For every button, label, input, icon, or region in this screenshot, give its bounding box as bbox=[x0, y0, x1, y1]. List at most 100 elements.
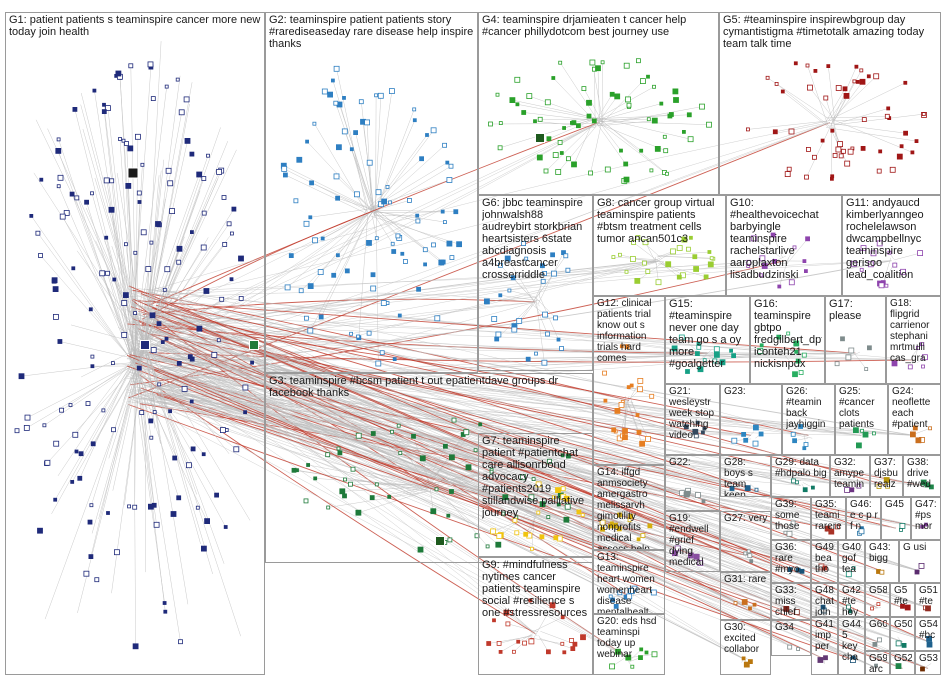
node-g12 bbox=[637, 377, 644, 384]
node-g6 bbox=[534, 351, 538, 356]
group-label: G22: bbox=[669, 457, 691, 468]
node-g42 bbox=[846, 604, 851, 610]
node-g3 bbox=[442, 443, 448, 449]
node-g4 bbox=[662, 134, 667, 139]
node-g2 bbox=[344, 268, 350, 274]
node-g27 bbox=[747, 553, 753, 559]
node-g2 bbox=[445, 160, 450, 165]
node-g1 bbox=[140, 229, 147, 236]
edge bbox=[595, 86, 655, 120]
node-g3 bbox=[478, 422, 483, 427]
edge bbox=[374, 109, 415, 213]
node-g1 bbox=[200, 545, 207, 552]
node-g23 bbox=[741, 431, 746, 437]
edge bbox=[601, 119, 649, 121]
edge bbox=[598, 80, 644, 127]
node-g3 bbox=[556, 502, 561, 507]
edge bbox=[314, 123, 368, 214]
node-g4 bbox=[646, 117, 651, 122]
node-g8 bbox=[703, 274, 709, 280]
group-label: G49: bea tho bbox=[815, 542, 835, 575]
node-g7 bbox=[553, 535, 559, 541]
node-g2 bbox=[312, 237, 318, 244]
node-g24 bbox=[912, 425, 918, 431]
group-box-g60: G60 bbox=[865, 617, 890, 651]
edge bbox=[619, 396, 630, 439]
node-g23 bbox=[752, 440, 759, 447]
edge bbox=[573, 117, 595, 123]
node-g1 bbox=[175, 77, 180, 82]
node-g11 bbox=[860, 245, 867, 252]
node-g5 bbox=[786, 166, 792, 172]
inter-group-edge bbox=[139, 396, 929, 669]
node-g2 bbox=[381, 198, 388, 205]
edge bbox=[283, 165, 368, 208]
node-g41 bbox=[817, 657, 824, 663]
group-label: G12: clinical patients trial know out s … bbox=[597, 298, 652, 364]
edge bbox=[753, 238, 781, 258]
node-g2 bbox=[412, 118, 417, 123]
inter-group-edge bbox=[148, 122, 831, 292]
node-g9 bbox=[570, 646, 576, 651]
edge bbox=[57, 344, 146, 477]
node-g4 bbox=[652, 84, 656, 89]
node-g1 bbox=[229, 231, 234, 236]
edge bbox=[72, 367, 139, 482]
node-g2 bbox=[331, 272, 337, 278]
group-box-g1: G1: patient patients s teaminspire cance… bbox=[5, 12, 265, 675]
inter-group-edge bbox=[129, 347, 878, 642]
node-g1 bbox=[121, 300, 128, 306]
edge bbox=[310, 208, 375, 218]
node-g2 bbox=[434, 315, 441, 322]
group-box-g33: G33: miss chief bbox=[771, 583, 811, 620]
edge bbox=[144, 344, 241, 637]
edge bbox=[55, 367, 133, 500]
node-g bbox=[914, 569, 920, 575]
node-g15 bbox=[729, 348, 733, 353]
node-g16 bbox=[792, 371, 798, 378]
group-label: G53 bbox=[919, 653, 938, 664]
node-g1 bbox=[184, 137, 191, 144]
group-box-g14: G14: iffgd anmsociety amergastro melissa… bbox=[593, 465, 665, 550]
node-g1 bbox=[118, 137, 122, 141]
edge bbox=[130, 360, 208, 522]
node-g9 bbox=[522, 640, 527, 646]
edge bbox=[828, 66, 836, 123]
node-g1 bbox=[176, 245, 183, 252]
node-g4 bbox=[546, 136, 552, 142]
node-g2 bbox=[307, 327, 314, 334]
node-g2 bbox=[430, 127, 437, 134]
node-g9 bbox=[512, 649, 516, 654]
node-g5 bbox=[765, 75, 770, 80]
node-g14 bbox=[627, 518, 632, 523]
edge bbox=[834, 108, 889, 125]
inter-group-edge bbox=[152, 375, 852, 608]
node-g24 bbox=[928, 426, 932, 431]
node-g2 bbox=[318, 314, 324, 320]
node-g3 bbox=[489, 469, 494, 474]
node-g4 bbox=[515, 102, 520, 107]
group-box-g21: G21: wesleystr week stop watching video bbox=[665, 384, 720, 455]
node-g6 bbox=[553, 315, 558, 321]
node-g1 bbox=[44, 459, 51, 466]
node-g2 bbox=[333, 65, 340, 72]
edge bbox=[82, 128, 146, 346]
node-g2 bbox=[312, 121, 317, 126]
edge bbox=[538, 252, 564, 304]
node-g10 bbox=[761, 263, 768, 269]
edge bbox=[431, 487, 499, 545]
node-g1 bbox=[163, 609, 168, 614]
node-g1 bbox=[238, 255, 244, 262]
node-g8 bbox=[686, 246, 691, 252]
node-g20 bbox=[609, 663, 615, 670]
node-g1 bbox=[176, 495, 182, 501]
node-g1 bbox=[105, 270, 110, 276]
edge bbox=[496, 304, 532, 340]
node-g1 bbox=[114, 549, 120, 556]
group-box-g46: G46: e c p r f n bbox=[846, 497, 881, 540]
group-label: G15: #teaminspire never one day team go … bbox=[669, 298, 742, 370]
edge bbox=[144, 344, 251, 521]
node-g11 bbox=[851, 260, 857, 267]
node-g3 bbox=[355, 509, 362, 516]
node-g7 bbox=[576, 509, 582, 515]
